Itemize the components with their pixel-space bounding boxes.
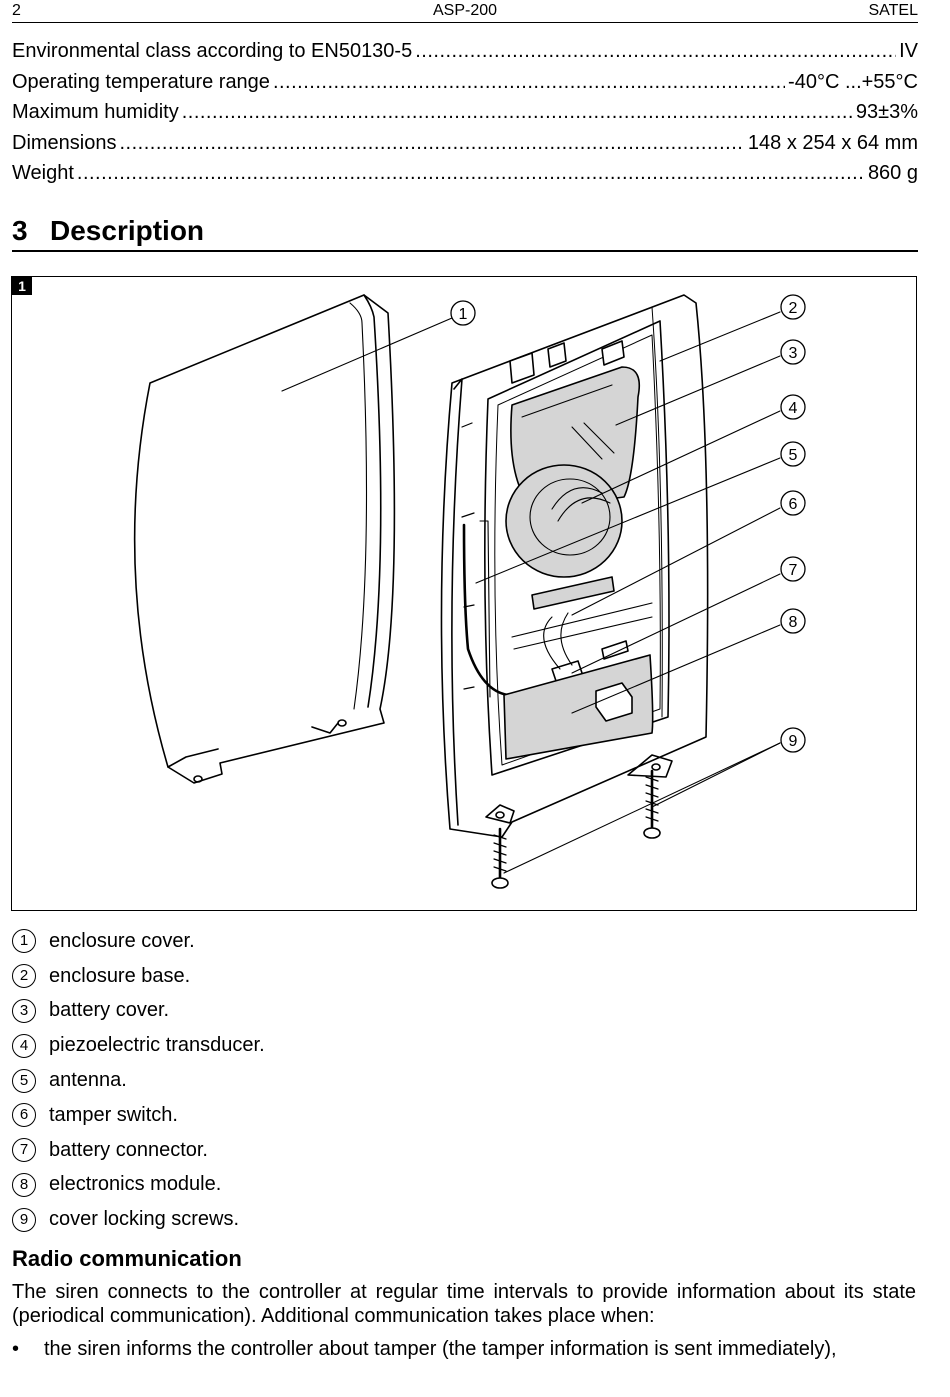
legend-text: battery cover.	[49, 999, 170, 1022]
legend-text: cover locking screws.	[49, 1208, 240, 1231]
leader-dots	[273, 67, 785, 97]
legend-item: 9 cover locking screws.	[12, 1202, 265, 1237]
legend-text: antenna.	[49, 1069, 127, 1092]
figure-legend: 1 enclosure cover. 2 enclosure base. 3 batt…	[12, 924, 265, 1237]
bullet-item: • the siren informs the controller about…	[12, 1337, 916, 1361]
legend-number: 4	[12, 1033, 36, 1058]
legend-number: 7	[12, 1138, 36, 1163]
antenna-drawing	[462, 520, 510, 698]
callout-3-icon	[780, 339, 806, 365]
page-header: 2 ASP-200 SATEL	[12, 0, 918, 23]
legend-text: enclosure cover.	[49, 929, 195, 952]
callout-label: 6	[789, 496, 798, 513]
section-number: 3	[12, 215, 28, 246]
callout-label: 5	[789, 447, 798, 464]
bullet-text: the siren informs the controller about t…	[44, 1338, 837, 1360]
legend-item: 8 electronics module.	[12, 1168, 265, 1203]
callout-2-icon	[780, 294, 806, 320]
bullet-icon: •	[12, 1338, 20, 1360]
spec-list: Environmental class according to EN50130…	[12, 36, 918, 189]
spec-name: Environmental class according to EN50130…	[12, 40, 413, 62]
spec-value: 93±3%	[855, 101, 918, 124]
transducer-drawing	[505, 464, 623, 578]
legend-item: 3 battery cover.	[12, 994, 265, 1029]
callout-4-icon	[780, 394, 806, 420]
spec-value: -40°C ...+55°C	[788, 70, 918, 93]
legend-number: 2	[12, 964, 36, 989]
spec-name: Weight	[12, 162, 74, 185]
section-title: Description	[50, 215, 205, 246]
legend-number: 3	[12, 998, 36, 1023]
spec-row: Maximum humidity 93±3%	[12, 97, 918, 128]
callout-label: 2	[789, 300, 798, 317]
callout-label: 7	[789, 562, 798, 579]
leader-dots	[119, 128, 744, 158]
legend-item: 4 piezoelectric transducer.	[12, 1028, 265, 1063]
leader-dots	[182, 97, 853, 127]
legend-number: 6	[12, 1103, 36, 1128]
spec-value: IV	[899, 40, 918, 62]
spec-row: Weight 860 g	[12, 158, 918, 189]
spec-value: 148 x 254 x 64 mm	[747, 131, 918, 154]
callout-9-icon	[780, 727, 806, 753]
spec-name: Operating temperature range	[12, 70, 270, 93]
legend-number: 9	[12, 1207, 36, 1232]
legend-item: 7 battery connector.	[12, 1133, 265, 1168]
callout-label: 9	[789, 733, 798, 750]
spec-value: 860 g	[867, 162, 918, 185]
spec-name: Dimensions	[12, 131, 117, 154]
callout-6-icon	[780, 490, 806, 516]
spec-row: Operating temperature range -40°C ...+55°…	[12, 67, 918, 98]
legend-number: 8	[12, 1172, 36, 1197]
callout-5-icon	[780, 441, 806, 467]
tamper-switch-drawing	[511, 576, 653, 650]
callout-circles	[450, 294, 806, 753]
siren-exploded-diagram: 1 2 3 4 5 6 7 8 9	[133, 294, 806, 889]
callout-8-icon	[780, 608, 806, 634]
enclosure-cover-drawing	[133, 294, 396, 784]
legend-text: electronics module.	[49, 1173, 222, 1196]
legend-item: 5 antenna.	[12, 1063, 265, 1098]
legend-item: 6 tamper switch.	[12, 1098, 265, 1133]
section-heading: 3 Description	[12, 210, 918, 252]
spec-row: Environmental class according to EN50130…	[12, 36, 918, 67]
figure-badge: 1	[12, 277, 32, 295]
legend-number: 1	[12, 929, 36, 954]
radio-communication-paragraph: The siren connects to the controller at …	[12, 1281, 916, 1327]
electronics-module-drawing	[503, 640, 654, 760]
radio-communication-heading: Radio communication	[12, 1246, 242, 1271]
callout-label: 4	[789, 400, 798, 417]
legend-text: tamper switch.	[49, 1103, 178, 1126]
leader-dots	[415, 36, 896, 66]
callout-label: 1	[459, 306, 468, 323]
callout-label: 3	[789, 345, 798, 362]
brand-name: SATEL	[868, 2, 919, 19]
legend-item: 2 enclosure base.	[12, 959, 265, 994]
figure-1: 1	[11, 276, 917, 911]
legend-text: battery connector.	[49, 1138, 208, 1161]
document-title: ASP-200	[432, 2, 498, 19]
legend-text: piezoelectric transducer.	[49, 1034, 265, 1057]
callout-7-icon	[780, 556, 806, 582]
callout-1-icon	[450, 300, 476, 326]
spec-row: Dimensions 148 x 254 x 64 mm	[12, 128, 918, 159]
spec-name: Maximum humidity	[12, 101, 179, 124]
legend-text: enclosure base.	[49, 964, 191, 987]
legend-number: 5	[12, 1068, 36, 1093]
page-number: 2	[12, 2, 21, 19]
callout-label: 8	[789, 614, 798, 631]
leader-lines	[281, 311, 781, 874]
leader-dots	[77, 158, 865, 188]
legend-item: 1 enclosure cover.	[12, 924, 265, 959]
